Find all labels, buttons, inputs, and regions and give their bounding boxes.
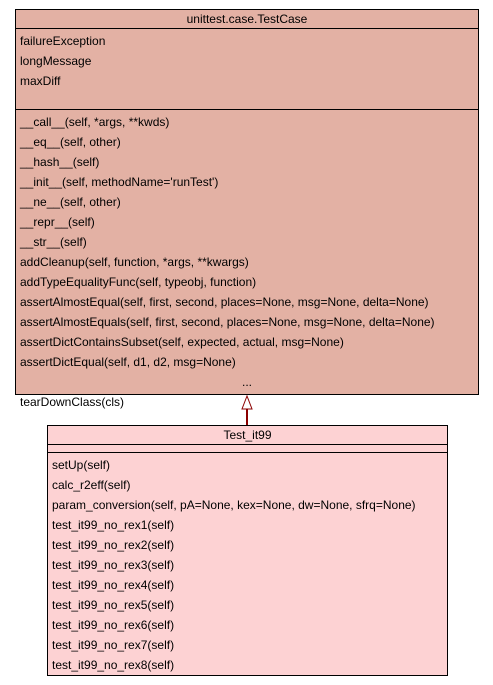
methods-section: __call__(self, *args, **kwds) __eq__(sel… xyxy=(16,110,478,412)
attribute-item: maxDiff xyxy=(20,74,61,88)
class-name-testcase: unittest.case.TestCase xyxy=(16,10,478,29)
attributes-section: failureException longMessage maxDiff xyxy=(16,29,478,110)
method-item: __call__(self, *args, **kwds) xyxy=(20,115,170,129)
method-item: assertDictContainsSubset(self, expected,… xyxy=(20,335,344,349)
method-item: test_it99_no_rex5(self) xyxy=(52,598,175,612)
method-item: assertAlmostEqual(self, first, second, p… xyxy=(20,295,429,309)
class-box-testcase: unittest.case.TestCase failureException … xyxy=(15,9,479,409)
method-item: addCleanup(self, function, *args, **kwar… xyxy=(20,255,249,269)
class-name-test-it99: Test_it99 xyxy=(48,426,447,445)
method-item: test_it99_no_rex4(self) xyxy=(52,578,175,592)
method-item: assertAlmostEquals(self, first, second, … xyxy=(20,315,435,329)
method-item: tearDownClass(cls) xyxy=(20,395,125,409)
ellipsis: ... xyxy=(241,375,252,389)
method-item: test_it99_no_rex2(self) xyxy=(52,538,175,552)
class-box-test-it99: Test_it99 setUp(self) calc_r2eff(self) p… xyxy=(47,425,448,676)
method-item: test_it99_no_rex6(self) xyxy=(52,618,175,632)
method-item: test_it99_no_rex8(self) xyxy=(52,658,175,672)
inheritance-arrowhead xyxy=(241,394,253,410)
method-item: test_it99_no_rex3(self) xyxy=(52,558,175,572)
method-item: __repr__(self) xyxy=(20,215,95,229)
method-item: __ne__(self, other) xyxy=(20,195,121,209)
method-item: test_it99_no_rex1(self) xyxy=(52,518,175,532)
methods-section: setUp(self) calc_r2eff(self) param_conve… xyxy=(48,453,447,675)
method-item: __init__(self, methodName='runTest') xyxy=(20,175,219,189)
attributes-section xyxy=(48,445,447,453)
attribute-item: failureException xyxy=(20,34,106,48)
method-item: setUp(self) xyxy=(52,458,111,472)
method-item: __str__(self) xyxy=(20,235,87,249)
attribute-item: longMessage xyxy=(20,54,92,68)
method-item: calc_r2eff(self) xyxy=(52,478,131,492)
method-item: __eq__(self, other) xyxy=(20,135,121,149)
method-item: assertDictEqual(self, d1, d2, msg=None) xyxy=(20,355,236,369)
method-item: addTypeEqualityFunc(self, typeobj, funct… xyxy=(20,275,257,289)
method-item: __hash__(self) xyxy=(20,155,100,169)
method-item: test_it99_no_rex7(self) xyxy=(52,638,175,652)
method-item: param_conversion(self, pA=None, kex=None… xyxy=(52,498,416,512)
